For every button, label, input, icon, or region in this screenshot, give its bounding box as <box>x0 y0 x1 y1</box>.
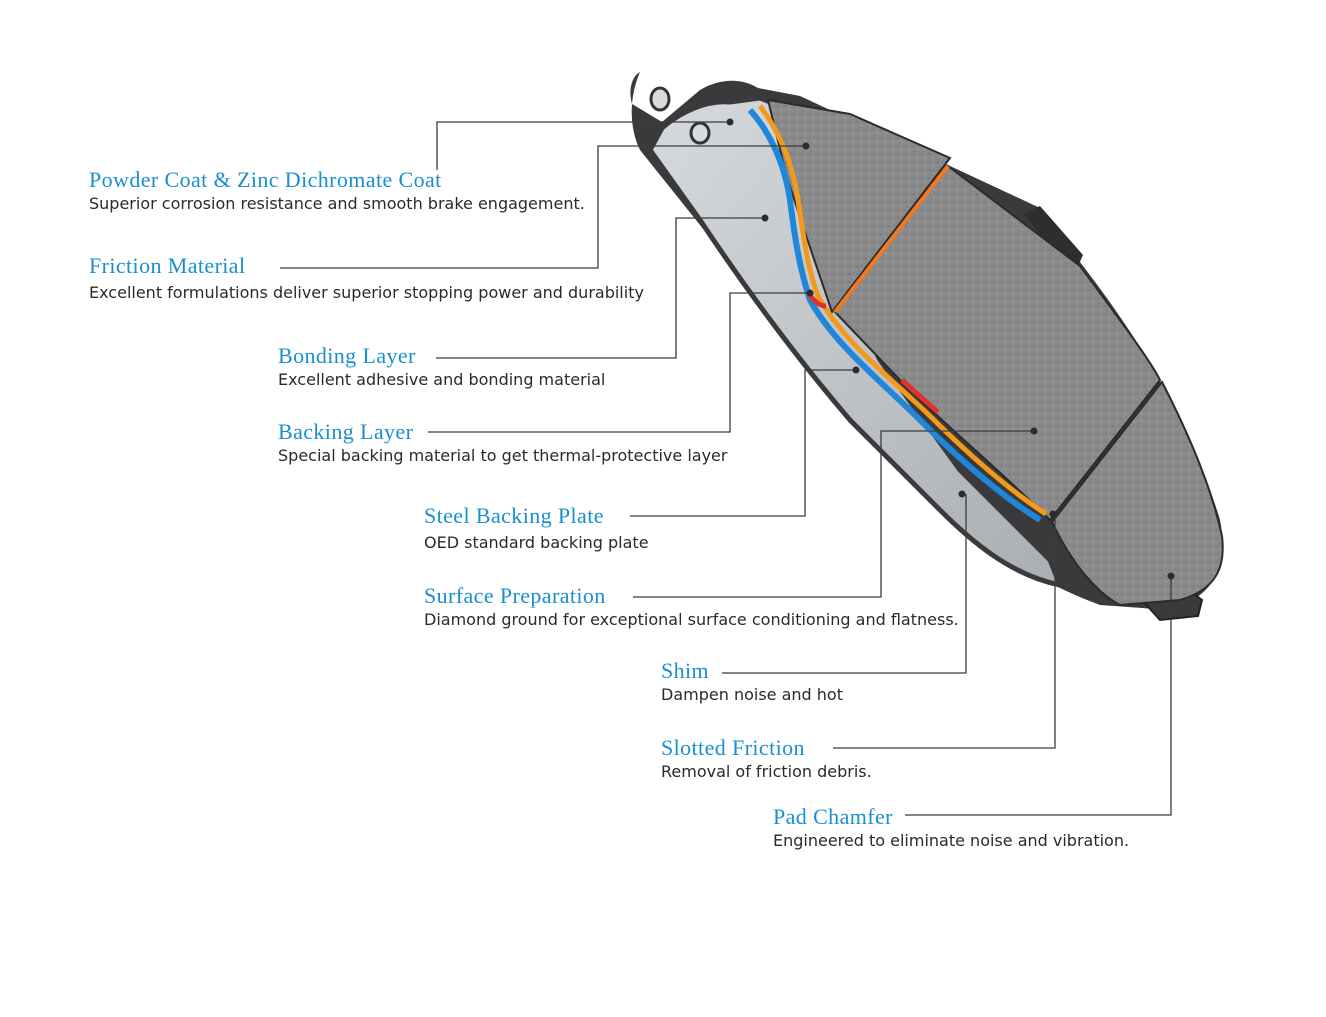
leader-dot <box>852 366 860 374</box>
leader-dot <box>1167 572 1175 580</box>
leader-pad-chamfer <box>905 576 1172 816</box>
leader-dot <box>958 490 966 498</box>
mounting-hole <box>649 86 671 112</box>
callout-bonding-layer: Bonding Layer Excellent adhesive and bon… <box>278 344 605 390</box>
layer-blue <box>747 107 1042 523</box>
mounting-hole <box>689 121 711 145</box>
callout-surface-preparation: Surface Preparation Diamond ground for e… <box>424 584 959 630</box>
callout-description: Removal of friction debris. <box>661 762 872 781</box>
layer-orange <box>757 104 1048 517</box>
callout-title: Bonding Layer <box>278 343 416 368</box>
callout-pad-chamfer: Pad Chamfer Engineered to eliminate nois… <box>773 805 1129 851</box>
leader-backing-layer <box>428 292 810 433</box>
leader-dot <box>1049 510 1057 518</box>
leader-slotted-friction <box>833 514 1056 749</box>
callout-title: Steel Backing Plate <box>424 503 604 528</box>
callout-steel-backing-plate: Steel Backing Plate OED standard backing… <box>424 504 649 553</box>
leader-dot <box>802 142 810 150</box>
leader-steel-backing-plate <box>630 369 856 517</box>
leader-shim <box>722 494 967 674</box>
callout-description: Superior corrosion resistance and smooth… <box>89 194 585 213</box>
leader-powder-coat <box>436 121 730 170</box>
callout-description: Engineered to eliminate noise and vibrat… <box>773 831 1130 850</box>
slot-orange <box>833 164 950 314</box>
callout-title: Slotted Friction <box>661 735 805 760</box>
leader-friction-material <box>280 145 806 269</box>
callout-title: Pad Chamfer <box>773 804 893 829</box>
leader-dot <box>761 214 769 222</box>
callout-powder-coat: Powder Coat & Zinc Dichromate Coat Super… <box>89 168 585 214</box>
callout-description: Excellent adhesive and bonding material <box>278 370 606 389</box>
leader-dot <box>726 118 734 126</box>
leader-surface-preparation <box>633 430 1034 598</box>
callout-title: Surface Preparation <box>424 583 606 608</box>
leader-bonding-layer <box>436 217 765 359</box>
callout-title: Shim <box>661 658 710 683</box>
leader-dot <box>1030 427 1038 435</box>
rear-clip <box>1024 206 1083 266</box>
callout-backing-layer: Backing Layer Special backing material t… <box>278 420 727 466</box>
leader-dot <box>806 289 814 297</box>
callout-slotted-friction: Slotted Friction Removal of friction deb… <box>661 736 872 782</box>
callout-description: Special backing material to get thermal-… <box>278 446 728 465</box>
callout-description: Dampen noise and hot <box>661 685 843 704</box>
leader-lines <box>280 121 1172 816</box>
callout-friction-material: Friction Material Excellent formulations… <box>89 254 644 303</box>
callout-shim: Shim Dampen noise and hot <box>661 659 843 705</box>
callout-title: Friction Material <box>89 253 246 278</box>
callout-title: Powder Coat & Zinc Dichromate Coat <box>89 167 442 192</box>
callout-title: Backing Layer <box>278 419 414 444</box>
callout-description: Excellent formulations deliver superior … <box>89 283 644 302</box>
leader-dots <box>726 118 1175 580</box>
callout-description: OED standard backing plate <box>424 533 649 552</box>
callout-description: Diamond ground for exceptional surface c… <box>424 610 959 629</box>
friction-block-lower <box>1050 380 1224 607</box>
